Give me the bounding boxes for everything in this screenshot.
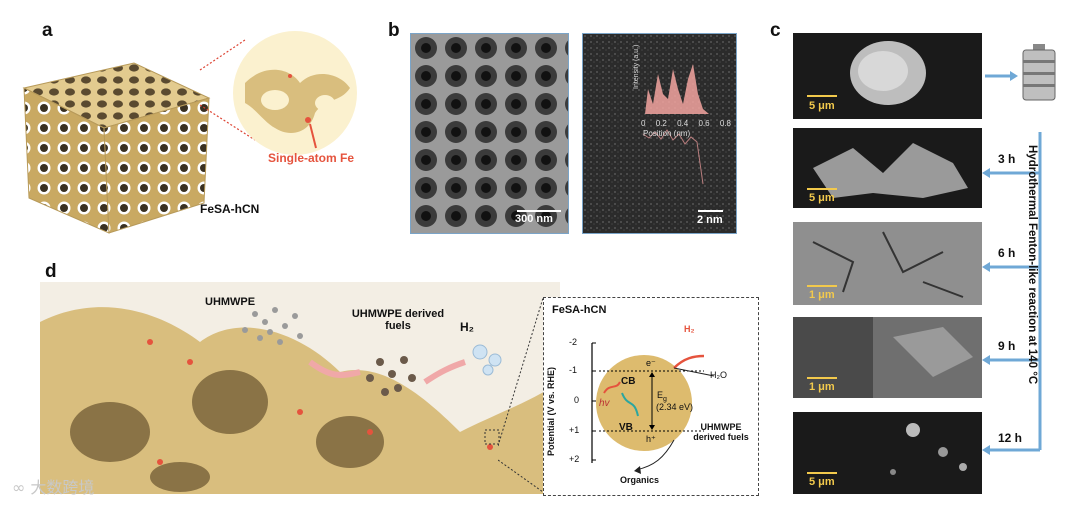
uhmwpe-label: UHMWPE [205, 296, 255, 308]
single-atom-fe-label: Single-atom Fe [268, 151, 354, 165]
material-label: FeSA-hCN [200, 202, 259, 216]
scale-bar-2nm [698, 210, 723, 212]
h2-label: H₂ [460, 320, 474, 334]
inset-tick: 0.6 [698, 119, 709, 128]
scale-label: 1 μm [809, 381, 835, 393]
sem-image-0h: 5 μm [793, 33, 982, 119]
scale-label: 5 μm [809, 476, 835, 488]
h2-product-label: H₂ [684, 324, 695, 334]
band-diagram-inset: FeSA-hCN Potential (V vs. RHE) -2 -1 0 +… [543, 297, 759, 496]
panel-label-b: b [388, 20, 400, 42]
watermark-text: 大数跨境 [30, 478, 94, 497]
inset-fuels-label: UHMWPE derived fuels [692, 422, 750, 442]
inset-tick-row: 0 0.2 0.4 0.6 0.8 [641, 119, 731, 128]
scale-label: 1 μm [809, 289, 835, 301]
inset-tick: 0.8 [720, 119, 731, 128]
derived-fuels-label: UHMWPE derived fuels [343, 308, 453, 332]
time-label-3h: 3 h [998, 152, 1015, 166]
zoom-lines-d [498, 296, 548, 496]
process-label: Hydrothermal Fenton-like reaction at 140… [1026, 145, 1038, 465]
hv-label: hv [599, 398, 610, 409]
ytick: +1 [569, 425, 579, 435]
autoclave-icon [1015, 42, 1063, 104]
scale-label: 5 μm [809, 192, 835, 204]
haadf-stem-image: Position (nm) Intensity (a.u.) 0 0.2 0.4… [582, 33, 737, 234]
time-label-9h: 9 h [998, 339, 1015, 353]
scale-bar [807, 285, 837, 287]
ytick: -1 [569, 365, 577, 375]
watermark: ∞ 大数跨境 [12, 474, 94, 498]
electron-label: e⁻ [646, 358, 656, 369]
ytick: +2 [569, 454, 579, 464]
scale-label-2nm: 2 nm [697, 214, 723, 226]
inset-tick: 0.4 [677, 119, 688, 128]
scale-bar [807, 472, 837, 474]
time-label-12h: 12 h [998, 431, 1022, 445]
sem-image-6h: 1 μm [793, 222, 982, 305]
panel-label-d: d [45, 261, 57, 283]
framework-illustration [40, 282, 560, 494]
ytick: 0 [574, 395, 579, 405]
ytick: -2 [569, 337, 577, 347]
scale-bar [807, 95, 837, 97]
time-label-6h: 6 h [998, 246, 1015, 260]
eg-label: Eg [657, 390, 667, 403]
hole-label: h⁺ [646, 434, 656, 445]
zoom-circle-illustration [230, 28, 360, 158]
h2o-label: H₂O [710, 370, 727, 380]
sem-image-12h: 5 μm [793, 412, 982, 494]
scale-bar-300nm [517, 210, 561, 212]
inset-tick: 0 [641, 119, 645, 128]
inset-xlabel: Position (nm) [643, 129, 690, 138]
inset-ylabel: Intensity (a.u.) [633, 45, 640, 89]
scale-label: 5 μm [809, 100, 835, 112]
eg-value: (2.34 eV) [656, 402, 693, 412]
inset-tick: 0.2 [656, 119, 667, 128]
scale-label-300nm: 300 nm [515, 213, 553, 225]
sem-image-honeycomb: 300 nm [410, 33, 569, 234]
panel-label-c: c [770, 20, 781, 42]
organics-label: Organics [620, 475, 659, 485]
vb-label: VB [619, 422, 633, 433]
sem-image-3h: 5 μm [793, 128, 982, 208]
scale-bar [807, 377, 837, 379]
scale-bar [807, 188, 837, 190]
sem-image-9h: 1 μm [793, 317, 982, 398]
lattice-cube-illustration [14, 38, 224, 238]
cb-label: CB [621, 376, 635, 387]
